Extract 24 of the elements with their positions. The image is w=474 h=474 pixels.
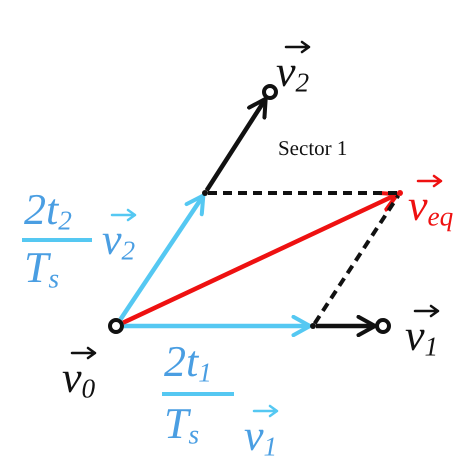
- terminal-circle: [375, 318, 391, 334]
- fraction-term: T$_{s}$: [24, 246, 60, 293]
- terminal-circle: [262, 84, 278, 100]
- fraction-term: T$_{s}$: [164, 402, 200, 449]
- vector-label: v$_{1}$: [244, 414, 278, 461]
- vector-arrow: [316, 314, 378, 338]
- vector-label: v$_{2}$: [102, 218, 136, 265]
- vector-label: v$_{0}$: [62, 356, 96, 403]
- terminal-circle: [108, 318, 124, 334]
- vector-label: v$_{1}$: [405, 314, 438, 361]
- junction-dot: [310, 323, 316, 329]
- junction-dot: [397, 190, 403, 196]
- vector-arrow: [122, 190, 400, 325]
- dashed-line: [312, 194, 400, 325]
- dashed-line: [208, 191, 397, 195]
- vector-arrow: [124, 314, 312, 338]
- vector-arrow: [204, 96, 268, 192]
- vector-label: v$_{eq}$: [408, 184, 454, 231]
- fraction-term: 2t$_{1}$: [164, 340, 212, 387]
- sector-label: Sector 1: [278, 136, 348, 161]
- vector-label: v$_{2}$: [276, 50, 310, 97]
- junction-dot: [202, 190, 208, 196]
- vector-arrow: [118, 193, 206, 321]
- fraction-term: 2t$_{2}$: [24, 188, 72, 235]
